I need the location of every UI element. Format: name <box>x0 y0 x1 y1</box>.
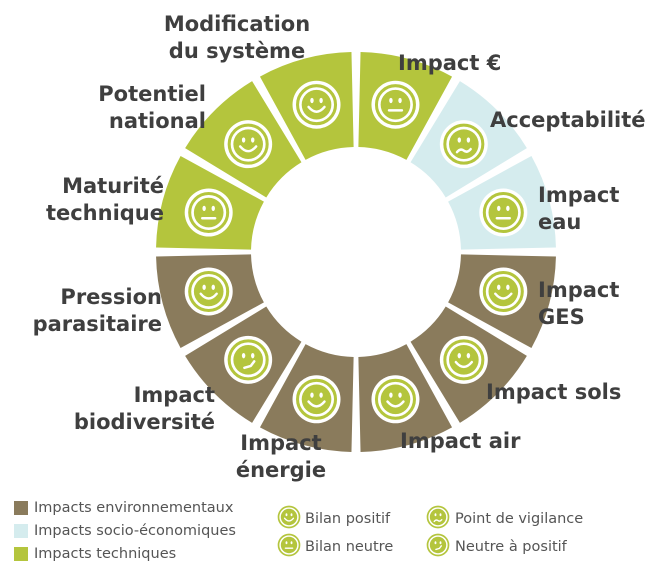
smiley-positif-icon <box>371 375 420 424</box>
label-line: Impact <box>538 183 620 207</box>
legend-swatch-env <box>14 501 28 515</box>
label-acceptabilite: Acceptabilité <box>490 107 646 134</box>
label-modification-systeme: Modification du système <box>152 11 322 65</box>
smiley-positif-icon <box>224 120 273 169</box>
label-line: énergie <box>235 458 327 482</box>
label-line: Impact <box>240 431 322 455</box>
label-impact-ges: Impact GES <box>538 277 619 331</box>
legend-label-neutre: Bilan neutre <box>305 539 394 555</box>
smiley-neutre-icon <box>184 188 233 237</box>
label-line: GES <box>538 305 585 329</box>
label-line: Impact € <box>398 51 502 75</box>
label-impact-biodiversite: Impact biodiversité <box>20 382 215 436</box>
label-maturite-technique: Maturité technique <box>20 173 164 227</box>
legend-swatch-technique <box>14 547 28 561</box>
segment-pression-parasitaire <box>156 155 264 250</box>
segment-acceptabilite <box>448 155 556 250</box>
label-pression-parasitaire: Pression parasitaire <box>20 284 162 338</box>
legend-label-technique: Impacts techniques <box>34 546 177 562</box>
smiley-neutral-positive-icon <box>426 533 450 557</box>
smiley-positif-icon <box>439 335 488 384</box>
legend-swatch-socio <box>14 524 28 538</box>
smiley-vigilance-icon <box>426 505 450 529</box>
legend-label-env: Impacts environnementaux <box>34 500 234 516</box>
label-impact-eau: Impact eau <box>538 182 619 236</box>
segment-impact-euro <box>410 81 527 198</box>
label-line: Impact sols <box>486 380 622 404</box>
label-line: Pression <box>60 285 162 309</box>
smiley-positif-icon <box>292 375 341 424</box>
smiley-positive-icon <box>277 505 301 529</box>
label-line: Potentiel <box>98 82 206 106</box>
legend-label-positif: Bilan positif <box>305 511 391 527</box>
smiley-neutral-icon <box>277 533 301 557</box>
segment-impact-sols <box>358 344 453 452</box>
segment-modification-systeme <box>358 52 453 160</box>
segment-impact-ges <box>410 306 527 423</box>
label-line: Impact air <box>400 429 521 453</box>
label-line: national <box>108 109 206 133</box>
smiley-neutre-icon <box>371 80 420 129</box>
label-line: biodiversité <box>73 410 215 434</box>
smiley-positif-icon <box>479 267 528 316</box>
legend-label-socio: Impacts socio-économiques <box>34 523 236 539</box>
segment-impact-biodiversite <box>156 254 264 349</box>
segment-potentiel-national <box>259 52 354 160</box>
smiley-neutre-icon <box>479 188 528 237</box>
segment-impact-eau <box>448 254 556 349</box>
label-impact-euro: Impact € <box>398 50 501 77</box>
label-line: parasitaire <box>32 312 162 336</box>
label-potentiel-national: Potentiel national <box>40 81 206 135</box>
segment-impact-energie <box>185 306 302 423</box>
smiley-positif-icon <box>292 80 341 129</box>
label-line: technique <box>45 201 164 225</box>
label-line: du système <box>168 39 306 63</box>
segment-impact-air <box>259 344 354 452</box>
segment-maturite-technique <box>185 81 302 198</box>
smiley-vigilance-icon <box>439 120 488 169</box>
label-impact-sols: Impact sols <box>486 379 621 406</box>
smiley-neutre-positif-icon <box>224 335 273 384</box>
legend-label-neutre-positif: Neutre à positif <box>455 539 567 555</box>
label-line: Modification <box>163 12 311 36</box>
legend-label-vigilance: Point de vigilance <box>455 511 584 527</box>
label-line: Acceptabilité <box>490 108 646 132</box>
label-impact-energie: Impact énergie <box>216 430 346 484</box>
smiley-positif-icon <box>184 267 233 316</box>
label-line: Impact <box>133 383 215 407</box>
label-line: Maturité <box>62 174 164 198</box>
label-impact-air: Impact air <box>400 428 520 455</box>
label-line: eau <box>538 210 582 234</box>
label-line: Impact <box>538 278 620 302</box>
